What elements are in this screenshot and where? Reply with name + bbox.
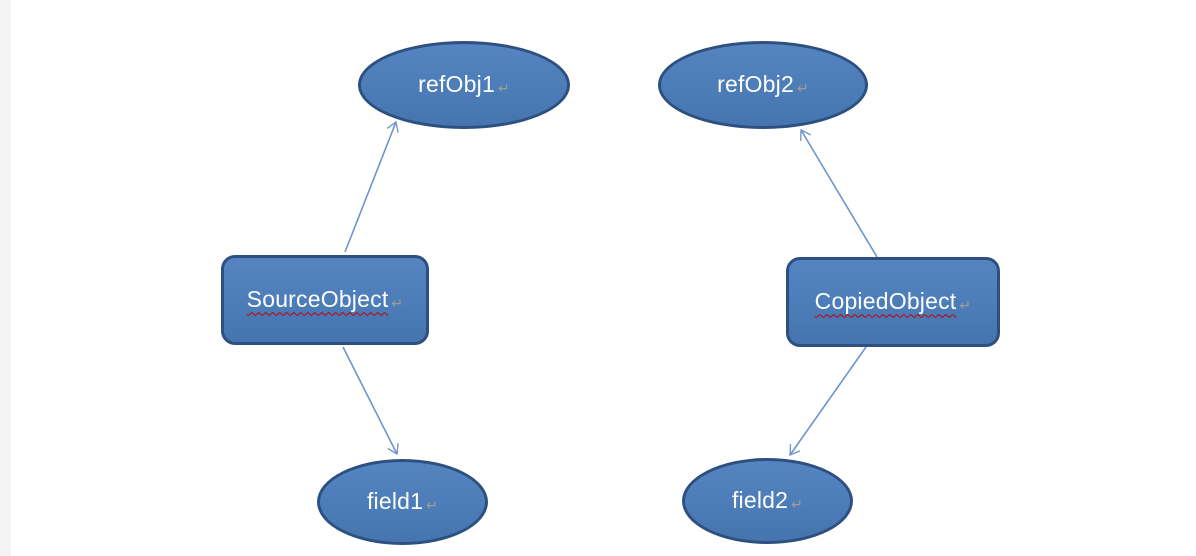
- node-label: CopiedObject: [814, 287, 957, 314]
- paragraph-return-mark: ↵: [497, 80, 510, 96]
- connector-sourceobject-to-refobj1[interactable]: [344, 120, 399, 253]
- connector-copiedobject-to-refobj2[interactable]: [800, 128, 878, 258]
- page-margin-strip: [0, 0, 11, 556]
- node-label: SourceObject: [246, 285, 389, 312]
- node-refobj1[interactable]: refObj1 ↵: [358, 41, 570, 129]
- node-refobj2[interactable]: refObj2 ↵: [658, 41, 868, 129]
- node-label: field1: [366, 487, 424, 514]
- connector-copiedobject-to-field2[interactable]: [789, 346, 867, 457]
- paragraph-return-mark: ↵: [426, 497, 439, 513]
- node-label: refObj1: [418, 70, 495, 97]
- paragraph-return-mark: ↵: [391, 295, 404, 311]
- paragraph-return-mark: ↵: [791, 496, 804, 512]
- paragraph-return-mark: ↵: [796, 80, 809, 96]
- node-label: field2: [731, 486, 789, 513]
- node-field2[interactable]: field2 ↵: [682, 458, 853, 544]
- node-field1[interactable]: field1 ↵: [317, 459, 488, 545]
- paragraph-return-mark: ↵: [959, 297, 972, 313]
- node-sourceobject[interactable]: SourceObject ↵: [221, 255, 429, 345]
- node-copiedobject[interactable]: CopiedObject ↵: [786, 257, 1000, 347]
- connector-sourceobject-to-field1[interactable]: [342, 346, 399, 456]
- node-label: refObj2: [717, 70, 794, 97]
